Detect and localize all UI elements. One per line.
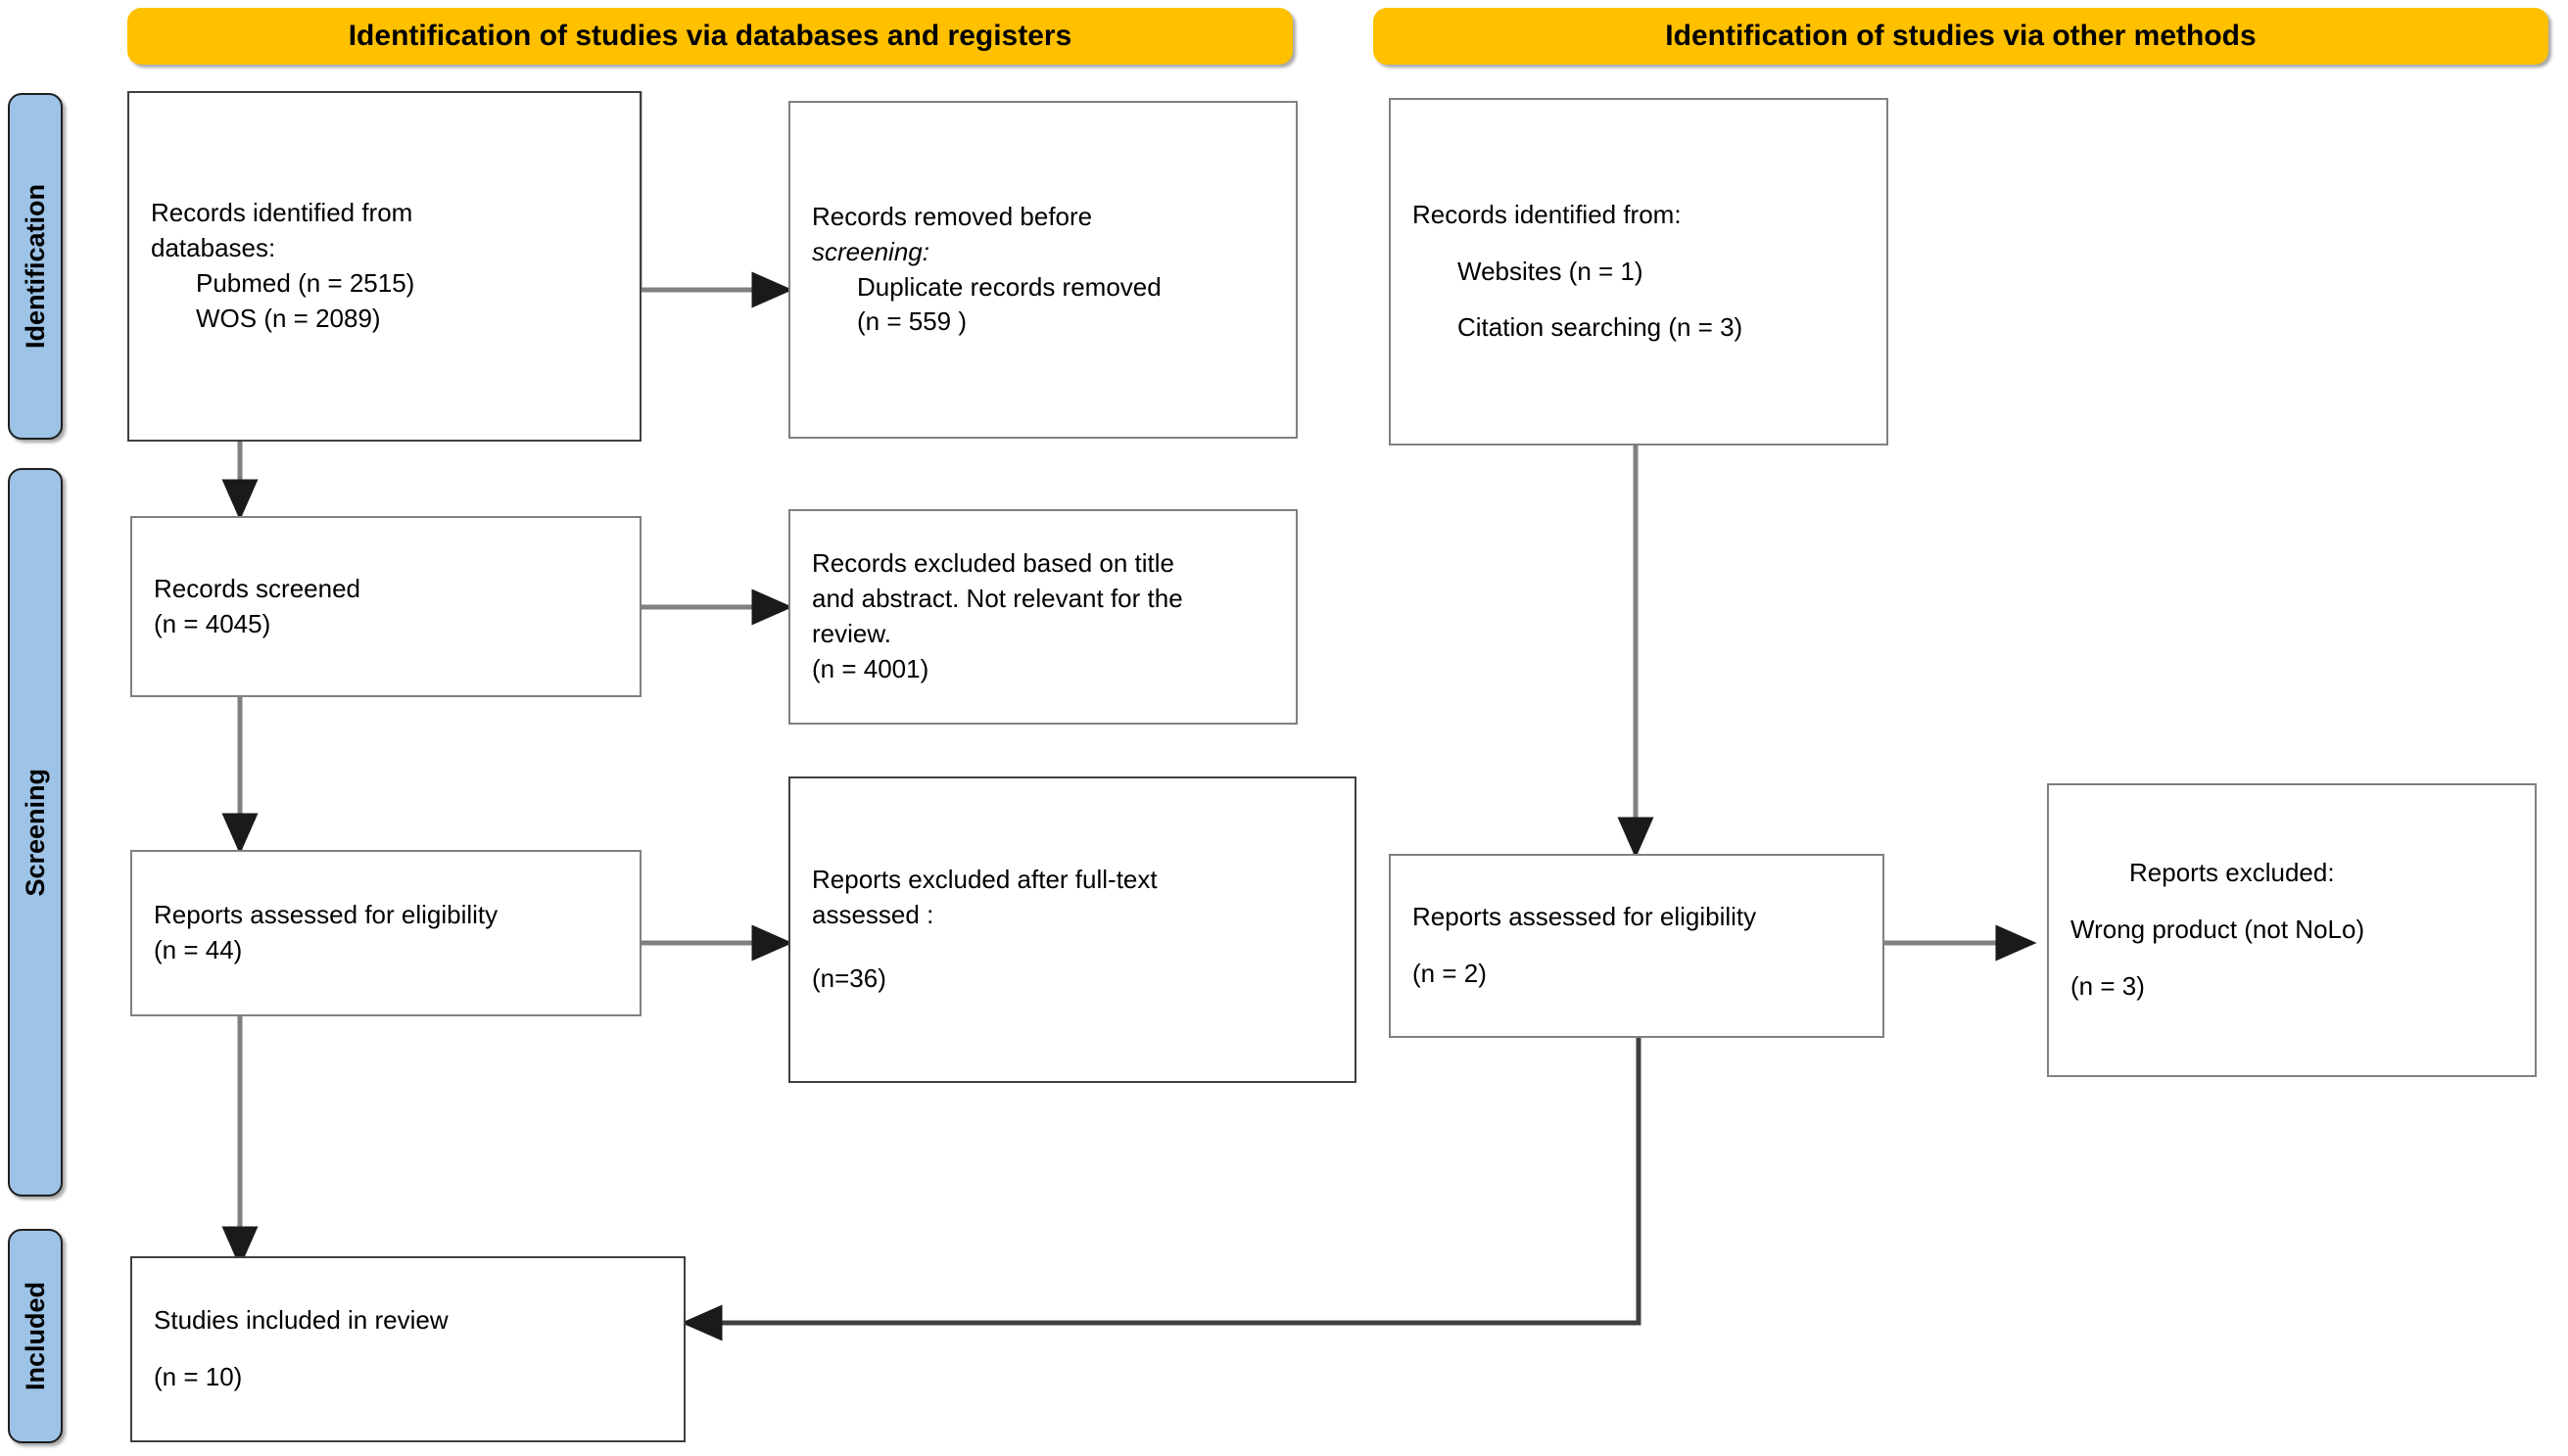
box-reports-assessed-other: Reports assessed for eligibility (n = 2) <box>1389 854 1884 1038</box>
box-line: (n = 10) <box>154 1362 243 1391</box>
box-line: Records removed before <box>812 201 1093 231</box>
box-line: Reports assessed for eligibility <box>1412 902 1757 932</box>
box-line: Records excluded based on title <box>812 548 1175 579</box>
box-records-identified-databases: Records identified from databases: Pubme… <box>127 91 642 442</box>
box-line: Reports assessed for eligibility <box>154 900 499 930</box>
box-line: Pubmed (n = 2515) <box>196 268 415 298</box>
box-reports-excluded-full-text: Reports excluded after full-text assesse… <box>788 776 1356 1083</box>
box-line: (n = 4045) <box>154 608 271 638</box>
box-records-screened: Records screened (n = 4045) <box>130 516 642 697</box>
box-line: Wrong product (not NoLo) <box>2070 915 2365 945</box>
box-line: Websites (n = 1) <box>1457 256 1643 286</box>
banner-identification-databases: Identification of studies via databases … <box>127 8 1293 65</box>
box-line: WOS (n = 2089) <box>196 303 381 333</box>
banner-databases-label: Identification of studies via databases … <box>348 20 1072 52</box>
box-line: (n = 3) <box>2070 970 2145 1001</box>
box-reports-assessed-databases: Reports assessed for eligibility (n = 44… <box>130 850 642 1016</box>
box-line: (n = 4001) <box>812 653 929 683</box>
box-line: Duplicate records removed <box>857 271 1162 302</box>
box-line: Studies included in review <box>154 1305 449 1336</box>
box-line: Reports excluded: <box>2129 858 2335 888</box>
box-records-identified-other: Records identified from: Websites (n = 1… <box>1389 98 1888 446</box>
box-line: Records identified from <box>151 198 413 228</box>
box-line: Reports excluded after full-text <box>812 864 1158 894</box>
phase-label-included: Included <box>8 1229 63 1443</box>
banner-identification-other: Identification of studies via other meth… <box>1373 8 2548 65</box>
box-line: Citation searching (n = 3) <box>1457 312 1743 343</box>
phase-label-screening: Screening <box>8 468 63 1197</box>
box-line: (n = 44) <box>154 935 243 964</box>
box-line: Records identified from: <box>1412 199 1682 229</box>
box-records-excluded-title-abstract: Records excluded based on title and abst… <box>788 509 1298 725</box>
box-line: assessed : <box>812 899 934 929</box>
box-line: databases: <box>151 233 276 263</box>
box-records-removed-before-screening: Records removed before screening: Duplic… <box>788 101 1298 439</box>
box-line: screening: <box>812 236 929 266</box>
phase-included-text: Included <box>20 1281 50 1390</box>
connector-identified-to-removed-path <box>637 91 793 308</box>
box-line: (n=36) <box>812 963 886 994</box>
banner-other-label: Identification of studies via other meth… <box>1665 20 2257 52</box>
phase-identification-text: Identification <box>20 184 50 349</box>
box-studies-included: Studies included in review (n = 10) <box>130 1256 686 1442</box>
box-line: review. <box>812 619 891 648</box>
box-line: (n = 559 ) <box>857 306 968 337</box>
phase-screening-text: Screening <box>20 768 50 897</box>
box-line: (n = 2) <box>1412 959 1487 988</box>
box-reports-excluded-wrong-product: Reports excluded: Wrong product (not NoL… <box>2047 783 2537 1077</box>
box-line: and abstract. Not relevant for the <box>812 584 1183 614</box>
box-line: Records screened <box>154 573 360 603</box>
phase-label-identification: Identification <box>8 93 63 440</box>
